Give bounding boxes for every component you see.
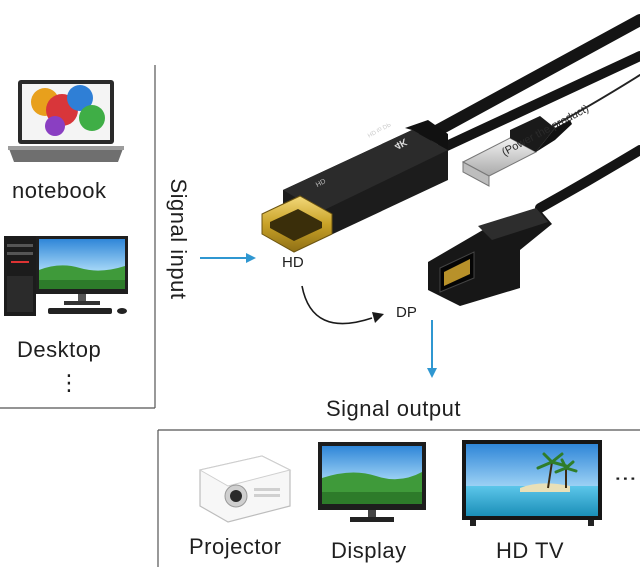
cables [414, 14, 640, 213]
signal-input-arrow [200, 253, 256, 263]
usb-plug-icon [461, 116, 572, 187]
gold-plug [261, 195, 333, 253]
dp-connector-icon [428, 208, 552, 306]
projector-label: Projector [189, 534, 282, 559]
display-label: Display [331, 538, 407, 563]
signal-output-arrow [427, 320, 437, 378]
desktop-label: Desktop [17, 337, 102, 362]
dp-port-label: DP [396, 304, 417, 321]
signal-output-label: Signal output [326, 396, 461, 421]
input-bracket [0, 65, 156, 409]
desktop-tower-icon [4, 236, 36, 316]
notebook-icon [8, 80, 124, 162]
hdtv-label: HD TV [496, 538, 565, 563]
projector-icon [198, 455, 292, 523]
notebook-label: notebook [12, 178, 107, 203]
hdtv-icon [462, 440, 602, 526]
display-icon [318, 442, 426, 522]
input-more-indicator: ⋮ [58, 370, 81, 395]
desktop-monitor-icon [36, 236, 128, 314]
hd-port-label: HD [282, 254, 304, 271]
output-more-indicator: ⋮ [613, 467, 639, 491]
hd-to-dp-arrow [301, 285, 384, 325]
output-bracket [157, 429, 640, 567]
signal-input-label: Signal input [166, 178, 191, 300]
